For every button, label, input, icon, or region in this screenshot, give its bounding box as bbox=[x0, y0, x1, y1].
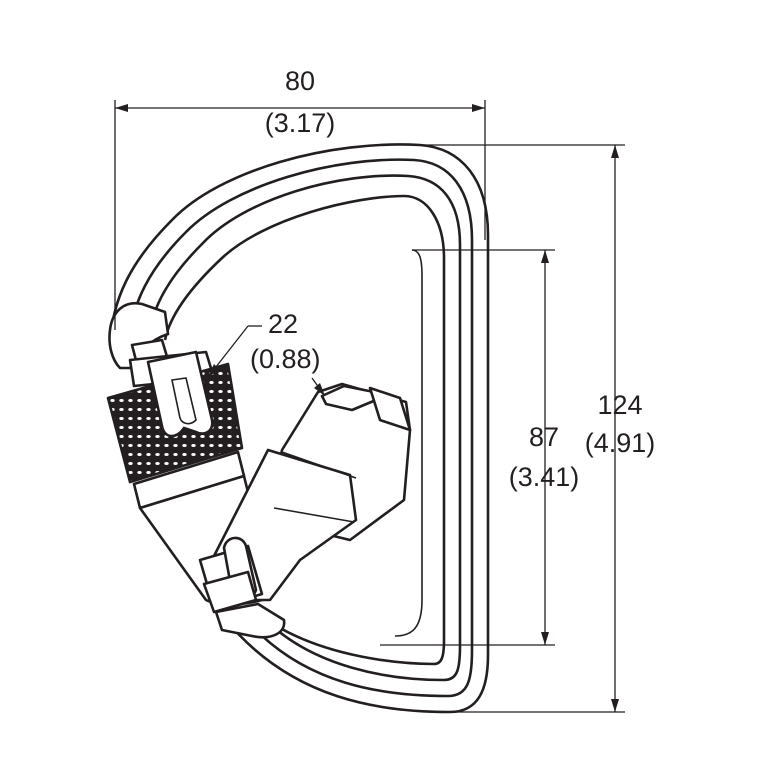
gate-opening-leader-left bbox=[211, 325, 249, 373]
inner-length-in-label: (3.41) bbox=[509, 462, 580, 492]
gate-band-line-2 bbox=[273, 507, 355, 523]
length-arrow-top bbox=[611, 145, 619, 158]
width-arrow-left bbox=[115, 104, 128, 112]
overall-length-in-label: (4.91) bbox=[585, 428, 656, 458]
sleeve-window-slot bbox=[171, 377, 197, 425]
dimension-lines bbox=[114, 100, 625, 713]
inner-length-arrow-bottom bbox=[541, 632, 549, 645]
frame-outer-outline bbox=[108, 143, 490, 714]
gate-hinge-foot bbox=[214, 602, 286, 639]
gate-rivet bbox=[202, 570, 258, 614]
width-in-label: (3.17) bbox=[265, 108, 336, 138]
gate-opening-arrow-left bbox=[208, 364, 220, 377]
width-mm-label: 80 bbox=[285, 66, 315, 96]
carabiner-gate bbox=[198, 382, 412, 639]
frame-inner-outline bbox=[163, 194, 446, 666]
frame-outline-2 bbox=[126, 158, 474, 698]
length-arrow-bottom bbox=[611, 699, 619, 712]
gate-latch-pin bbox=[368, 386, 412, 432]
gate-band-line bbox=[281, 451, 357, 479]
inner-length-mm-label: 87 bbox=[529, 422, 559, 452]
gate-opening-arrow-right bbox=[314, 383, 325, 396]
frame-outline-3 bbox=[146, 174, 462, 682]
dimension-labels: 80 (3.17) 22 (0.88) 87 (3.41) 124 (4.91) bbox=[250, 66, 655, 492]
width-arrow-right bbox=[472, 104, 485, 112]
inner-length-arrow-top bbox=[541, 250, 549, 263]
overall-length-mm-label: 124 bbox=[597, 390, 642, 420]
gate-opening-in-label: (0.88) bbox=[250, 344, 321, 374]
frame-spine-groove bbox=[394, 249, 423, 637]
gate-opening-mm-label: 22 bbox=[268, 309, 298, 339]
sleeve-window bbox=[146, 350, 214, 438]
carabiner-frame bbox=[108, 143, 490, 714]
